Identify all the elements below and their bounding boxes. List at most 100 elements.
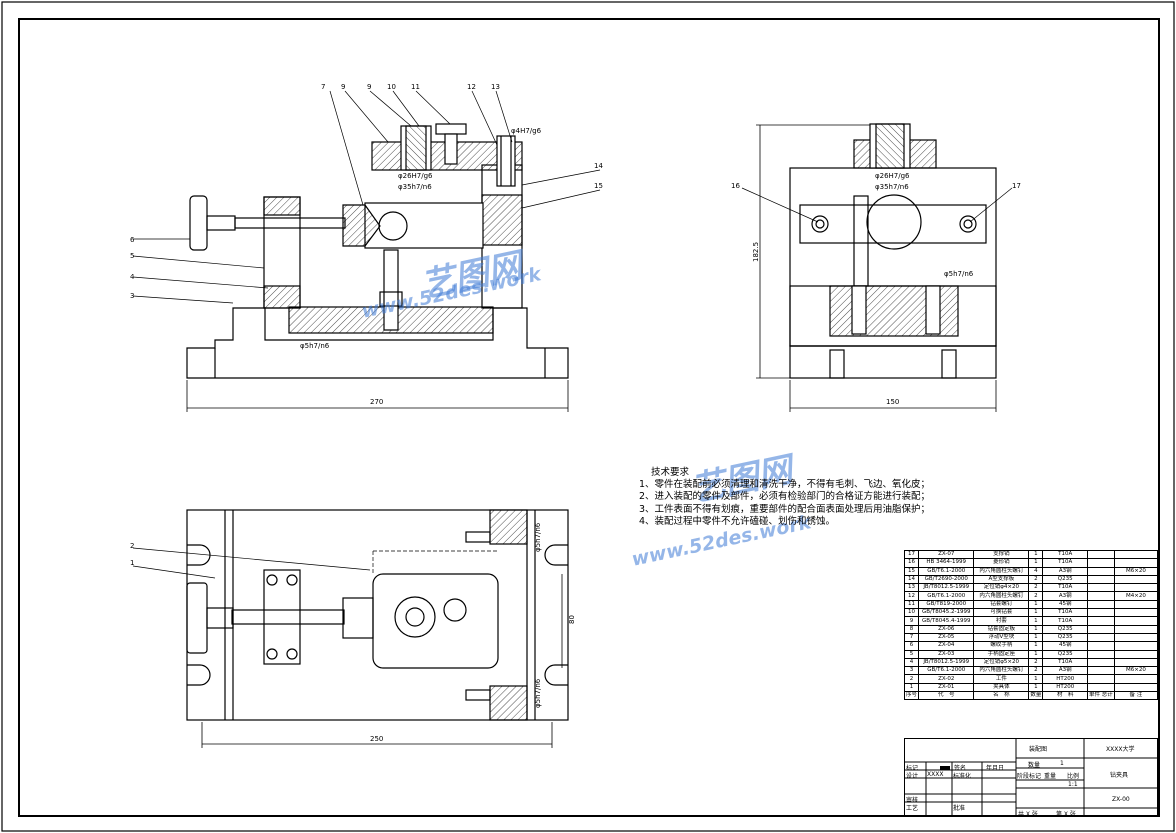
- fit-4h7g6: φ4H7/g6: [511, 127, 542, 135]
- bom-cell: T10A: [1042, 558, 1089, 568]
- top-handle-support: [263, 569, 301, 665]
- top-fit-a: φ5h7/n6: [534, 522, 542, 552]
- bom-cell: [1113, 641, 1159, 651]
- tech-item-2: 2、进入装配的零件及部件，必须有检验部门的合格证方能进行装配；: [639, 491, 931, 503]
- bom-cell: [1113, 632, 1159, 643]
- bom-cell: [1087, 674, 1115, 684]
- bom-h-qty: 数量: [1028, 691, 1044, 701]
- bom-cell: T10A: [1042, 616, 1089, 626]
- bom-cell: 1: [1028, 616, 1044, 626]
- top-fit-b: φ5h7/n6: [534, 678, 542, 708]
- bom-cell: [1113, 624, 1159, 634]
- bom-cell: Q235: [1042, 574, 1089, 585]
- tb-drawing-no: ZX-00: [1112, 796, 1130, 803]
- side-fit-5: φ5h7/n6: [944, 270, 974, 278]
- bom-cell: 14: [903, 574, 920, 585]
- bom-cell: T10A: [1042, 657, 1089, 668]
- title-block: 装配图 XXXX大学 数量 1 阶段标记 重量 比例 1:1 钻夹具 ZX-00…: [904, 738, 1158, 818]
- bom-cell: [1113, 583, 1159, 593]
- bom-cell: 支撑销: [973, 549, 1030, 560]
- bom-cell: [1087, 566, 1115, 576]
- bom-cell: [1113, 649, 1159, 659]
- bom-cell: 内六角圆柱头螺钉: [973, 566, 1030, 576]
- dim-182-5: 182.5: [752, 242, 760, 262]
- bom-cell: 12: [903, 591, 920, 601]
- bom-cell: M6×20: [1113, 666, 1159, 676]
- tb-product: 钻夹具: [1110, 772, 1129, 779]
- tb-date: 年月日: [986, 765, 1005, 772]
- callout-17: 17: [1012, 182, 1021, 190]
- bom-cell: GB/T6.1-2000: [918, 591, 975, 601]
- bom-cell: 1: [1028, 549, 1044, 560]
- callout-4: 4: [130, 273, 135, 281]
- bom-cell: [1113, 674, 1159, 684]
- front-view: [132, 90, 601, 412]
- bom-cell: 2: [1028, 583, 1044, 593]
- bom-cell: T10A: [1042, 583, 1089, 593]
- bom-cell: A3钢: [1042, 591, 1089, 601]
- bom-cell: 6: [903, 641, 920, 651]
- bom-cell: 16: [903, 558, 920, 568]
- bom-cell: ZX-05: [918, 632, 975, 643]
- tb-stage-label: 阶段标记: [1017, 773, 1042, 780]
- bom-cell: 4: [1028, 566, 1044, 576]
- bom-cell: 2: [903, 674, 920, 684]
- bom-cell: 工件: [973, 674, 1030, 684]
- bom-cell: HB 3464-1999: [918, 558, 975, 568]
- bom-cell: 17: [903, 549, 920, 560]
- bom-cell: [1087, 583, 1115, 593]
- bom-cell: 1: [1028, 682, 1044, 693]
- callout-10: 10: [387, 83, 396, 91]
- fit-5h7n6: φ5h7/n6: [300, 342, 330, 350]
- dim-270: 270: [370, 398, 383, 406]
- fit-35h7n6: φ35h7/n6: [398, 183, 432, 191]
- top-handle-knob: [186, 582, 208, 654]
- bom-cell: [1113, 657, 1159, 668]
- bom-cell: 10: [903, 608, 920, 618]
- bom-h-code: 代 号: [918, 691, 975, 701]
- side-view-labels: 16 17 φ26H7/g6 φ35h7/n6 φ5h7/n6 182.5 15…: [731, 172, 1021, 406]
- tb-qty-label: 数量: [1028, 762, 1041, 769]
- bom-cell: ZX-06: [918, 624, 975, 634]
- callout-13: 13: [491, 83, 500, 91]
- bom-cell: [1087, 632, 1115, 643]
- bom-cell: [1087, 599, 1115, 610]
- bom-cell: 内六角圆柱头螺钉: [973, 666, 1030, 676]
- bom-cell: 手柄固定座: [973, 649, 1030, 659]
- front-handle-knob: [189, 195, 208, 251]
- bom-cell: Q235: [1042, 624, 1089, 634]
- bom-cell: 2: [1028, 591, 1044, 601]
- bom-cell: 夹具体: [973, 682, 1030, 693]
- bom-cell: HT200: [1042, 682, 1089, 693]
- bom-cell: 45钢: [1042, 641, 1089, 651]
- bom-cell: [1087, 641, 1115, 651]
- tb-sheets: 共 X 张: [1018, 811, 1038, 818]
- bom-cell: 菱形销: [973, 558, 1030, 568]
- tb-approve: 批准: [953, 805, 966, 812]
- bom-cell: A型支撑板: [973, 574, 1030, 585]
- tb-designer: XXXX: [927, 771, 944, 778]
- dim-150: 150: [886, 398, 899, 406]
- bom-cell: 钻套固定板: [973, 624, 1030, 634]
- bom-cell: GB/T819-2000: [918, 599, 975, 610]
- bom-cell: Q235: [1042, 649, 1089, 659]
- side-fit-26: φ26H7/g6: [875, 172, 910, 180]
- bom-cell: Q235: [1042, 632, 1089, 643]
- bom-cell: 2: [1028, 666, 1044, 676]
- bom-cell: [1113, 574, 1159, 585]
- bom-cell: GB/T6.1-2000: [918, 666, 975, 676]
- inner-border: [18, 18, 1160, 817]
- tb-drawing-label: 装配图: [1029, 746, 1048, 753]
- bom-cell: HT200: [1042, 674, 1089, 684]
- bom-cell: 1: [1028, 608, 1044, 618]
- bom-cell: ZX-07: [918, 549, 975, 560]
- bom-cell: 1: [1028, 632, 1044, 643]
- tb-row-design: 设计: [906, 773, 919, 780]
- bom-h-mat: 材 料: [1042, 691, 1089, 701]
